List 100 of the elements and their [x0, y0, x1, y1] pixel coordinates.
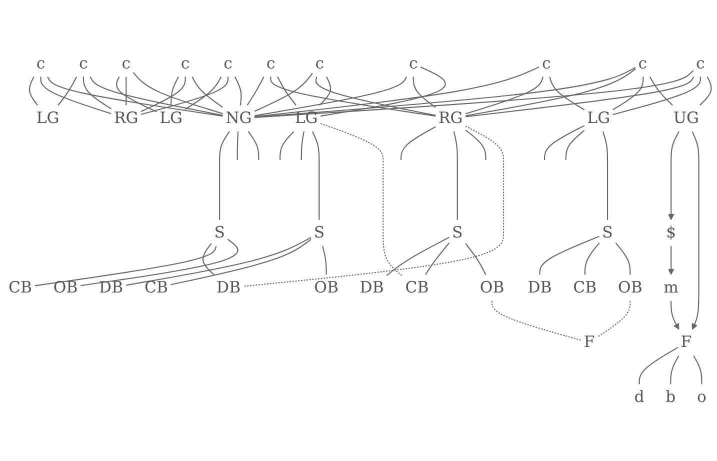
node-label: S — [214, 224, 225, 242]
node-label: DB — [216, 278, 241, 297]
node-label: c — [315, 54, 324, 73]
connector-line — [192, 76, 224, 108]
connector-line — [34, 246, 217, 286]
node-label: OB — [53, 278, 78, 297]
connector-line — [638, 346, 678, 384]
node-label: UG — [673, 110, 700, 128]
connector-line — [386, 236, 450, 276]
connector-line — [670, 355, 680, 384]
connector-line — [140, 76, 229, 115]
node-label: S — [452, 224, 463, 242]
connector-line — [315, 76, 436, 116]
node-label: F — [680, 334, 692, 352]
connector-line — [412, 76, 436, 108]
connector-line — [602, 131, 608, 220]
node-label: S — [314, 224, 325, 242]
connector-line — [248, 131, 260, 160]
connector-line — [243, 126, 504, 287]
connector-line — [90, 76, 223, 116]
node-label: LG — [160, 110, 183, 128]
connector-line — [254, 76, 407, 116]
connector-line — [544, 125, 585, 160]
node-label: c — [408, 54, 418, 73]
connector-line — [300, 132, 304, 160]
connector-line — [170, 76, 179, 106]
connector-line — [140, 76, 186, 112]
connector-line — [692, 131, 700, 330]
node-label: DB — [360, 278, 384, 297]
connector-line — [322, 246, 327, 275]
connector-line — [400, 126, 436, 160]
node-label: o — [697, 388, 706, 406]
connector-line — [254, 66, 540, 118]
connector-line — [615, 242, 631, 275]
connector-line — [40, 76, 112, 114]
connector-line — [670, 300, 680, 330]
connector-line — [280, 131, 294, 160]
connector-line — [668, 246, 674, 275]
connector-line — [132, 72, 223, 114]
connector-line — [82, 76, 112, 110]
connector-line — [277, 76, 296, 106]
connector-line — [234, 76, 242, 106]
connector-line — [126, 76, 127, 106]
connector-line — [549, 76, 585, 110]
connector-line — [649, 76, 673, 106]
node-label: c — [79, 54, 88, 73]
node-label: OB — [618, 278, 642, 297]
connector-line — [246, 76, 264, 106]
connector-line — [584, 242, 600, 275]
node-label: DB — [99, 278, 124, 297]
node-label: F — [584, 334, 595, 352]
node-label: d — [634, 388, 644, 406]
node-label: c — [542, 54, 551, 73]
connector-line — [465, 243, 486, 275]
node-label: LG — [587, 110, 610, 128]
connector-line — [170, 238, 312, 286]
connector-line — [319, 76, 332, 106]
node-label: LG — [294, 110, 318, 128]
node-label: c — [36, 54, 46, 73]
connector-line — [612, 76, 701, 116]
connector-line — [320, 66, 446, 117]
connector-line — [693, 355, 702, 384]
connector-line — [28, 76, 38, 106]
connector-line — [668, 131, 680, 220]
connector-line — [80, 238, 238, 286]
node-label: CB — [144, 278, 168, 297]
node-label: m — [664, 278, 679, 297]
node-label: $ — [666, 224, 676, 242]
connector-line — [597, 300, 631, 338]
connector-line — [565, 130, 585, 160]
node-label: c — [696, 54, 705, 73]
connector-line — [700, 76, 712, 106]
connector-line — [425, 242, 450, 275]
node-label: CB — [573, 278, 597, 297]
node-label: c — [122, 54, 131, 73]
node-label: NG — [226, 110, 252, 128]
node-label: c — [180, 54, 190, 73]
connector-line — [236, 132, 239, 160]
node-label: c — [224, 54, 232, 73]
connector-line — [466, 68, 636, 116]
connector-line — [254, 70, 694, 118]
node-label: DB — [528, 278, 552, 297]
connector-line — [539, 236, 600, 275]
connector-line — [47, 76, 223, 117]
node-label: c — [266, 54, 276, 73]
connector-line — [612, 76, 644, 110]
node-label: OB — [480, 278, 504, 297]
connector-line — [492, 300, 582, 341]
connector-line — [466, 76, 544, 114]
connector-line — [185, 76, 222, 110]
node-label: RG — [438, 110, 463, 128]
connector-line — [202, 243, 214, 276]
node-label: CB — [8, 278, 32, 297]
connector-line — [116, 76, 157, 112]
connector-line — [254, 73, 313, 112]
connector-line — [270, 76, 436, 117]
node-label: RG — [114, 110, 138, 128]
node-label: S — [602, 224, 613, 242]
connector-line — [465, 130, 486, 160]
connector-line — [58, 76, 78, 106]
